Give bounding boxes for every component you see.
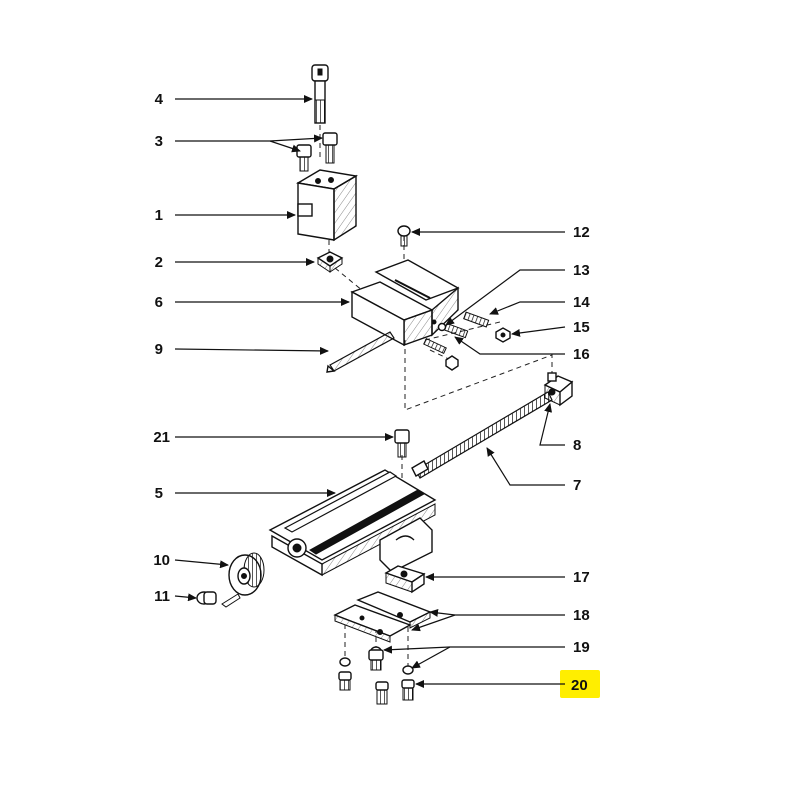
- part-14-spring-screw: [463, 311, 490, 328]
- part-2-nut: [316, 251, 344, 273]
- leader-lines: [174, 95, 566, 688]
- label-19: 19: [573, 639, 590, 656]
- label-4: 4: [155, 91, 164, 108]
- part-10-handwheel: [221, 552, 265, 608]
- label-9: 9: [155, 341, 163, 358]
- part-6-top-slide: [350, 259, 460, 347]
- label-7: 7: [573, 477, 581, 494]
- part-18-plates: [333, 591, 432, 643]
- part-5-cross-slide: [268, 469, 437, 577]
- part-8-nut-block: [543, 372, 574, 407]
- label-21: 21: [153, 429, 170, 446]
- label-20: 20: [571, 677, 588, 694]
- part-12-screw: [397, 225, 411, 247]
- part-number-labels: 4 3 1 2 6 9 12 13 14 15 16 8 7 21 5 10 1…: [153, 91, 590, 694]
- highlight-label-20: [560, 670, 600, 698]
- label-17: 17: [573, 569, 590, 586]
- label-13: 13: [573, 262, 590, 279]
- label-14: 14: [573, 294, 590, 311]
- part-4-long-screw: [311, 64, 329, 124]
- label-15: 15: [573, 319, 590, 336]
- label-18: 18: [573, 607, 590, 624]
- label-5: 5: [155, 485, 163, 502]
- part-7-leadscrew: [411, 391, 553, 479]
- label-2: 2: [155, 254, 163, 271]
- label-10: 10: [153, 552, 170, 569]
- part-16-spring: [443, 322, 469, 339]
- part-21-screw: [394, 429, 410, 458]
- label-6: 6: [155, 294, 163, 311]
- part-11-handle: [196, 591, 217, 605]
- part-20-screws: [338, 649, 415, 705]
- label-8: 8: [573, 437, 581, 454]
- part-16b-screw-and-nut: [423, 337, 459, 371]
- label-3: 3: [155, 133, 163, 150]
- part-9-tool-bit: [326, 331, 395, 373]
- label-16: 16: [573, 346, 590, 363]
- label-1: 1: [155, 207, 163, 224]
- part-15-nut: [495, 327, 511, 343]
- label-12: 12: [573, 224, 590, 241]
- part-17-nut: [384, 565, 426, 594]
- label-11: 11: [154, 588, 170, 605]
- part-1-block: [295, 169, 359, 242]
